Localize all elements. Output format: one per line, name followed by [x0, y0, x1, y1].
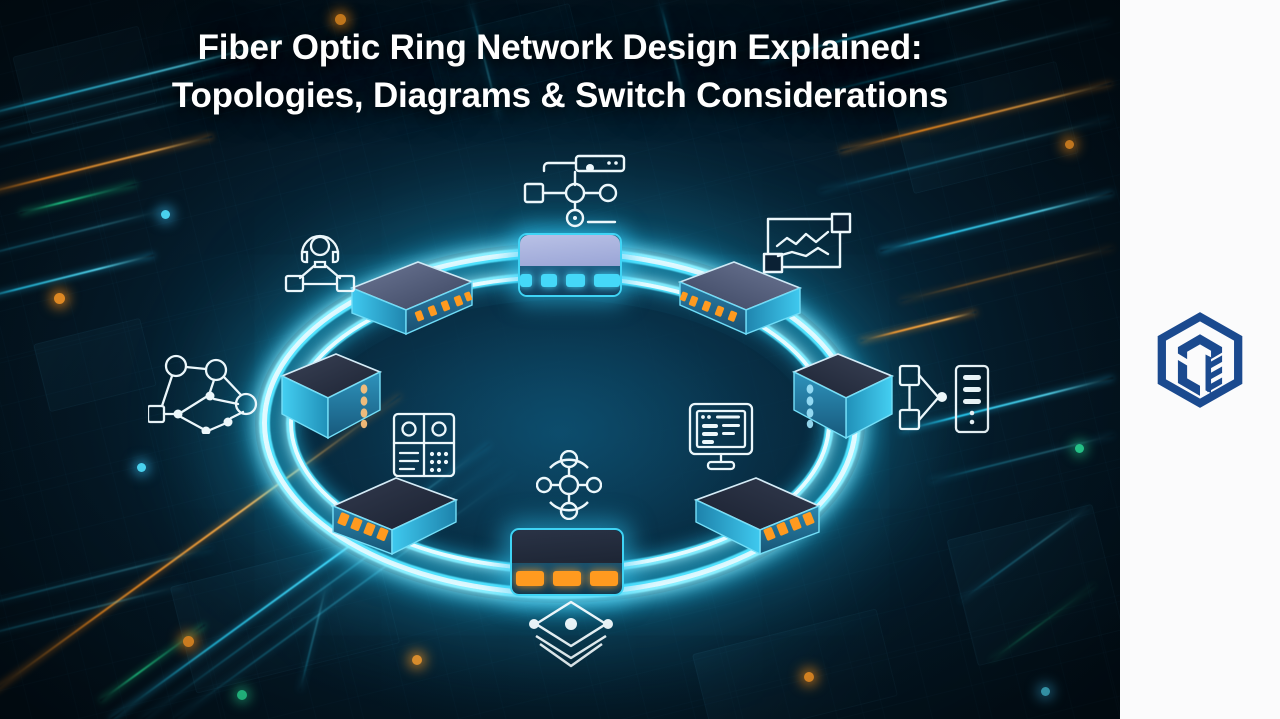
vignette-overlay: [0, 0, 1120, 719]
hero-image-panel: Fiber Optic Ring Network Design Explaine…: [0, 0, 1120, 719]
brand-panel: [1120, 0, 1280, 719]
cube-logo: [1154, 310, 1246, 410]
page-title: Fiber Optic Ring Network Design Explaine…: [0, 24, 1120, 121]
page-title-line-2: Topologies, Diagrams & Switch Considerat…: [171, 76, 949, 116]
page-title-line-1: Fiber Optic Ring Network Design Explaine…: [197, 28, 923, 67]
